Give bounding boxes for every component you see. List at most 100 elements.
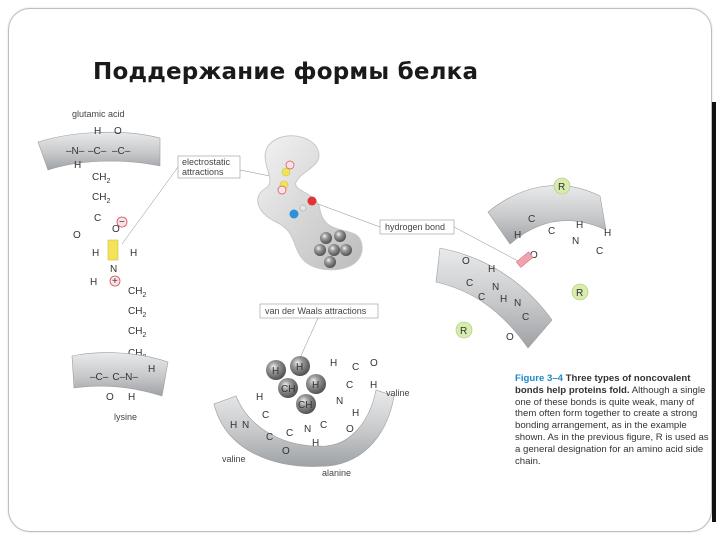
- hydrogen-bond-marker: [515, 251, 534, 268]
- ch2-b: CH2: [92, 192, 110, 205]
- slide-title: Поддержание формы белка: [93, 59, 479, 85]
- charge-plus: +: [112, 276, 118, 287]
- atom-o-acid2: O: [112, 224, 120, 235]
- backbone-right-lower: [435, 247, 553, 349]
- label-alanine: alanine: [322, 468, 351, 478]
- slide-edge-bar: [712, 102, 716, 522]
- leader-hydrogen-left: [317, 203, 381, 228]
- label-lysine: lysine: [114, 412, 137, 422]
- r-group-top: [553, 177, 571, 195]
- chain-n: –N–: [66, 146, 85, 157]
- backbone-lysine: [71, 352, 169, 397]
- atom-h-lys4: H: [148, 364, 155, 375]
- atom-o-b2: O: [346, 424, 354, 435]
- atom-n-rl2: N: [514, 298, 521, 309]
- atom-o-lys: O: [106, 392, 114, 403]
- ch2-e: CH2: [128, 326, 146, 339]
- label-van-der-waals: van der Waals attractions: [265, 306, 367, 316]
- chain-c1: –C–: [88, 146, 107, 157]
- tube-vdw-cluster: [314, 230, 352, 268]
- charge-minus-badge: [116, 216, 128, 228]
- atom-h-lys3: H: [90, 277, 97, 288]
- leader-hydrogen-right: [453, 226, 521, 263]
- atom-o-top: O: [114, 126, 122, 137]
- atom-h-val1: H: [330, 358, 337, 369]
- atom-n-b1: N: [242, 420, 249, 431]
- r-top: R: [558, 182, 565, 193]
- ch2-d: CH2: [128, 306, 146, 319]
- charge-plus-badge: [109, 275, 121, 287]
- vdw-sphere-cluster: [266, 356, 326, 414]
- atom-h-rl1: H: [488, 264, 495, 275]
- charge-minus: −: [119, 217, 125, 228]
- label-electrostatic-1: electrostatic: [182, 157, 231, 167]
- ch2-a: CH2: [92, 172, 110, 185]
- atom-n-ru: N: [572, 236, 579, 247]
- caption-bold-text: Three types of noncovalent bonds help pr…: [515, 373, 691, 396]
- atom-h-b3: H: [312, 438, 319, 449]
- atom-h-b4: H: [352, 408, 359, 419]
- caption-figure-number: Figure 3–4: [515, 373, 563, 384]
- atom-c-rl1: C: [466, 278, 473, 289]
- chain-lys: –C–C–N–: [90, 372, 138, 383]
- atom-n-b2: N: [304, 424, 311, 435]
- atom-c-b4: C: [320, 420, 327, 431]
- atom-n-val: N: [336, 396, 343, 407]
- ch2-c: CH2: [128, 286, 146, 299]
- atom-o-acid1: O: [73, 230, 81, 241]
- atom-c-val1: C: [352, 362, 359, 373]
- label-valine-right: valine: [386, 388, 410, 398]
- atom-h-lys1: H: [92, 248, 99, 259]
- tube-charge-plus: [277, 185, 287, 195]
- vdw-h2: H: [296, 362, 303, 373]
- atom-h-ru2: H: [576, 220, 583, 231]
- vdw-ch: CH: [281, 384, 295, 395]
- atom-h-rl2: H: [500, 294, 507, 305]
- tube-electrostatic-dot: [281, 167, 291, 177]
- atom-h-b1: H: [256, 392, 263, 403]
- atom-c-b3: C: [286, 428, 293, 439]
- atom-o-val1: O: [370, 358, 378, 369]
- atom-c-ru3: C: [596, 246, 603, 257]
- atom-c-rl2: C: [478, 292, 485, 303]
- atom-h-val2: H: [370, 380, 377, 391]
- label-box-vdw: [259, 303, 379, 319]
- chain-c2: –C–: [112, 146, 131, 157]
- label-electrostatic-2: attractions: [182, 167, 224, 177]
- caption-body-text: Although a single one of these bonds is …: [515, 384, 709, 467]
- r-right: R: [576, 288, 583, 299]
- atom-c-ru2: C: [548, 226, 555, 237]
- tube-nitrogen-blue: [289, 209, 299, 219]
- vdw-h1: H: [272, 366, 279, 377]
- atom-o-rl: O: [462, 256, 470, 267]
- atom-h-ru1: H: [514, 230, 521, 241]
- leader-electrostatic-left: [121, 166, 179, 245]
- atom-n-rl: N: [492, 282, 499, 293]
- atom-o-rl2: O: [506, 332, 514, 343]
- label-glutamic-acid: glutamic acid: [72, 109, 125, 119]
- atom-h-top: H: [94, 126, 101, 137]
- leader-vdw: [299, 317, 319, 359]
- atom-h-left: H: [74, 160, 81, 171]
- atom-c-acid: C: [94, 213, 101, 224]
- r-group-left: [455, 321, 473, 339]
- atom-c-b1: C: [262, 410, 269, 421]
- r-group-right: [571, 283, 589, 301]
- atom-c-val2: C: [346, 380, 353, 391]
- atom-o-ru: O: [530, 250, 538, 261]
- figure-caption: Figure 3–4 Three types of noncovalent bo…: [515, 373, 713, 467]
- atom-o-b1: O: [282, 446, 290, 457]
- tube-charge-minus: [285, 160, 295, 170]
- vdw-ch3: CH: [298, 400, 312, 411]
- atom-h-lys2: H: [130, 248, 137, 259]
- label-valine-bottom: valine: [222, 454, 246, 464]
- r-left: R: [460, 326, 467, 337]
- tube-oxygen-red: [307, 196, 317, 206]
- tube-h-atom: [299, 204, 307, 212]
- vdw-h3: H: [312, 380, 319, 391]
- backbone-right-upper: [487, 185, 607, 245]
- atom-h-lys5: H: [128, 392, 135, 403]
- atom-h-ru3: H: [604, 228, 611, 239]
- atom-c-rl3: C: [522, 312, 529, 323]
